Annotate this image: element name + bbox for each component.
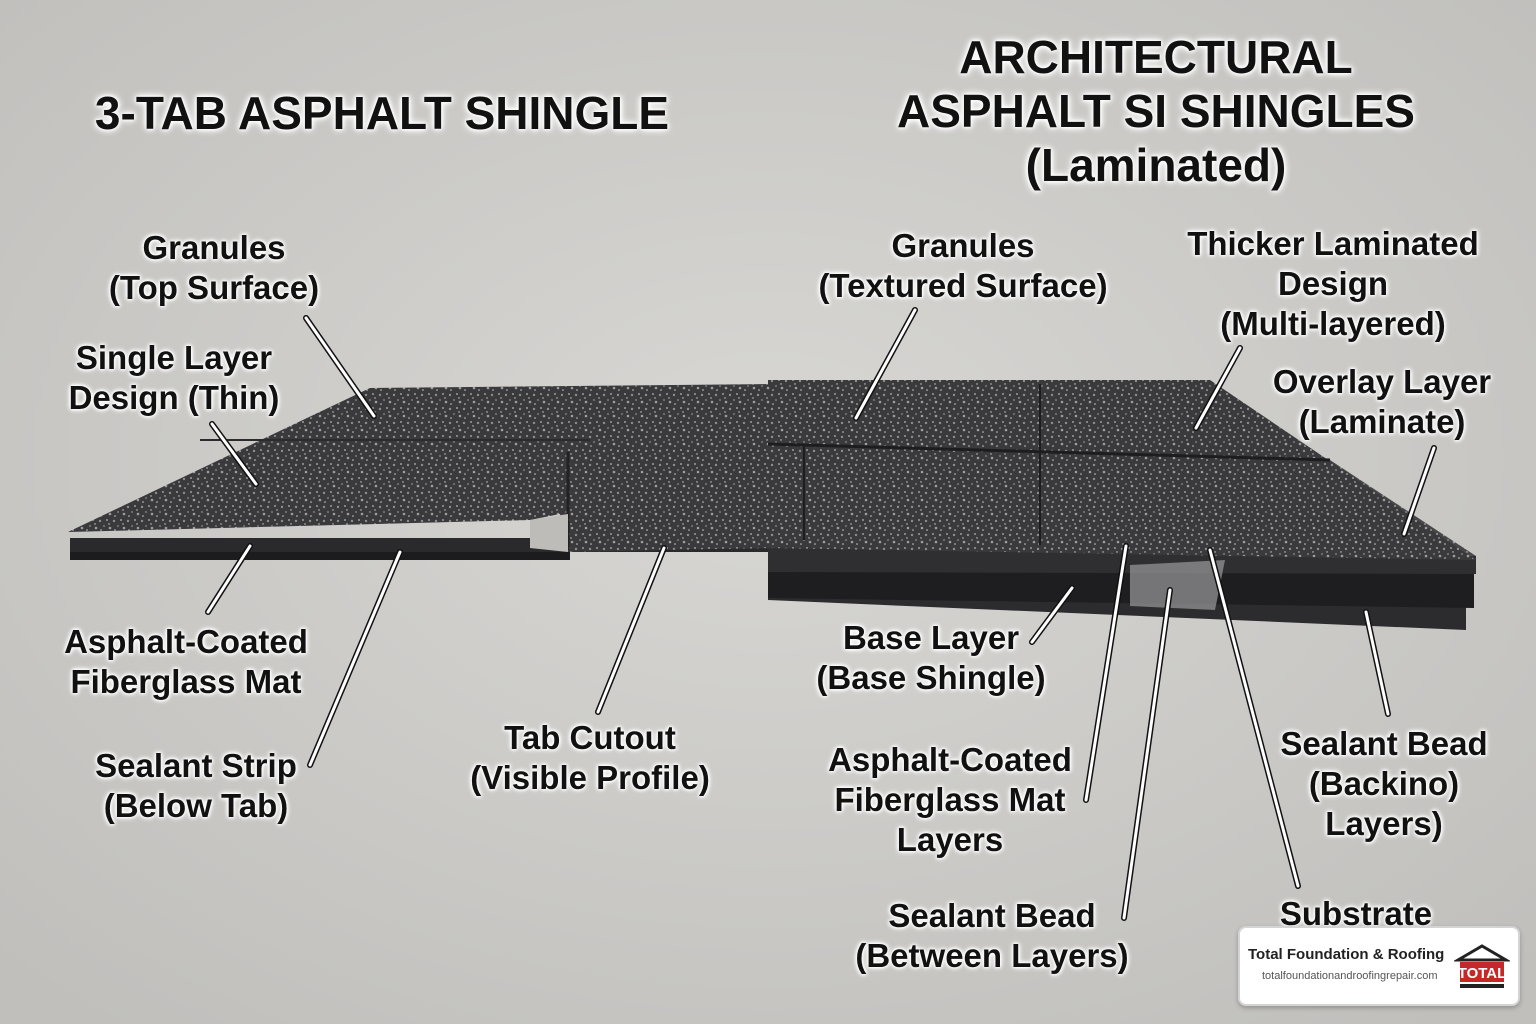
arrow-sealant-strip: [307, 549, 403, 768]
title-three-tab-text: 3-TAB ASPHALT SHINGLE: [94, 87, 670, 139]
label-sealant-between-line1: Sealant Bead: [888, 897, 1096, 934]
company-logo-text: TOTAL: [1458, 965, 1507, 982]
label-sealant-strip: Sealant Strip (Below Tab): [46, 746, 346, 826]
label-tab-cutout-line2: (Visible Profile): [470, 759, 710, 796]
label-sealant-backing: Sealant Bead (Backino) Layers): [1262, 724, 1506, 844]
label-thicker-line2: Design: [1277, 265, 1389, 302]
title-architectural-line3: (Laminated): [1025, 139, 1287, 191]
label-mat-right-line1: Asphalt-Coated: [828, 741, 1072, 778]
arrow-thicker: [1193, 345, 1243, 431]
label-thicker: Thicker Laminated Design (Multi-layered): [1178, 224, 1488, 344]
label-sealant-strip-line1: Sealant Strip: [95, 747, 297, 784]
three-tab-shingle: [68, 384, 770, 560]
arrow-granules-top: [303, 315, 377, 419]
company-badge: Total Foundation & Roofing totalfoundati…: [1238, 926, 1520, 1006]
label-sealant-backing-line1: Sealant Bead: [1280, 725, 1488, 762]
label-granules-top-line2: (Top Surface): [108, 269, 320, 306]
label-sealant-backing-line2: (Backino): [1308, 765, 1460, 802]
arrow-sealant-between: [1121, 587, 1173, 921]
label-granules-textured: Granules (Textured Surface): [808, 226, 1118, 306]
arrow-single-layer: [209, 421, 259, 487]
company-url: totalfoundationandroofingrepair.com: [1262, 970, 1438, 982]
arrow-tab-cutout: [595, 545, 667, 715]
arrow-base-layer: [1029, 585, 1075, 645]
arrow-overlay: [1401, 445, 1437, 537]
arrow-mat-left: [205, 543, 253, 615]
label-overlay-line1: Overlay Layer: [1272, 363, 1492, 400]
arrow-granules-textured: [853, 307, 918, 421]
label-mat-right-line3: Layers: [896, 821, 1004, 858]
label-granules-textured-line2: (Textured Surface): [818, 267, 1108, 304]
label-base-layer: Base Layer (Base Shingle): [806, 618, 1056, 698]
title-architectural: ARCHITECTURAL ASPHALT SI SHINGLES (Lamin…: [856, 30, 1456, 192]
label-sealant-between: Sealant Bead (Between Layers): [842, 896, 1142, 976]
label-single-layer-line2: Design (Thin): [68, 379, 280, 416]
label-granules-top: Granules (Top Surface): [64, 228, 364, 308]
label-mat-left-line1: Asphalt-Coated: [64, 623, 308, 660]
label-sealant-backing-line3: Layers): [1325, 805, 1443, 842]
label-sealant-strip-line2: (Below Tab): [103, 787, 289, 824]
label-thicker-line1: Thicker Laminated: [1187, 225, 1479, 262]
label-granules-top-line1: Granules: [142, 229, 286, 266]
label-overlay-line2: (Laminate): [1298, 403, 1466, 440]
label-overlay: Overlay Layer (Laminate): [1262, 362, 1502, 442]
label-tab-cutout-line1: Tab Cutout: [504, 719, 676, 756]
label-tab-cutout: Tab Cutout (Visible Profile): [440, 718, 740, 798]
label-base-layer-line1: Base Layer: [842, 619, 1020, 656]
label-mat-left: Asphalt-Coated Fiberglass Mat: [36, 622, 336, 702]
label-thicker-line3: (Multi-layered): [1220, 305, 1446, 342]
title-architectural-line2: ASPHALT SI SHINGLES: [897, 85, 1415, 137]
arrow-substrate: [1207, 547, 1301, 889]
title-architectural-line1: ARCHITECTURAL: [959, 31, 1353, 83]
label-mat-right-line2: Fiberglass Mat: [834, 781, 1066, 818]
label-sealant-between-line2: (Between Layers): [855, 937, 1129, 974]
architectural-shingle: [767, 380, 1476, 630]
label-base-layer-line2: (Base Shingle): [816, 659, 1046, 696]
label-substrate: Substrate: [1256, 894, 1456, 934]
title-three-tab: 3-TAB ASPHALT SHINGLE: [82, 86, 682, 140]
label-substrate-line1: Substrate: [1279, 895, 1433, 932]
leader-arrows: [205, 307, 1437, 921]
company-name: Total Foundation & Roofing: [1248, 946, 1445, 963]
label-single-layer: Single Layer Design (Thin): [24, 338, 324, 418]
label-single-layer-line1: Single Layer: [75, 339, 273, 376]
label-mat-right: Asphalt-Coated Fiberglass Mat Layers: [800, 740, 1100, 860]
arrow-mat-right: [1083, 543, 1129, 803]
label-mat-left-line2: Fiberglass Mat: [70, 663, 302, 700]
arrow-sealant-backing: [1363, 609, 1391, 717]
company-logo-icon: TOTAL: [1454, 944, 1510, 988]
label-granules-textured-line1: Granules: [891, 227, 1035, 264]
